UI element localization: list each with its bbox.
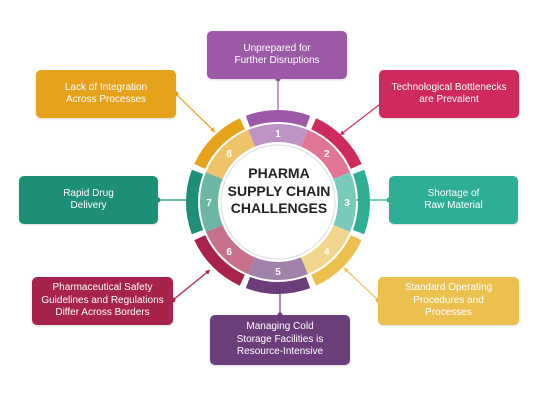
- challenge-box-5: Managing Cold Storage Facilities is Reso…: [210, 315, 350, 365]
- outer-ring: [186, 110, 370, 294]
- challenge-6-line-2: Guidelines and Regulations: [41, 294, 164, 306]
- center-circle: [220, 144, 336, 260]
- challenge-3-line-1: Shortage of: [427, 187, 480, 199]
- challenge-8-line-2: Across Processes: [65, 94, 147, 105]
- center-title-line-2: SUPPLY CHAIN: [227, 182, 331, 199]
- challenge-1-line-1: Unprepared for: [243, 42, 311, 54]
- inner-ring-segment-1: [248, 123, 308, 147]
- inner-ring-segment-3: [333, 172, 356, 232]
- outer-ring-segment-3: [352, 169, 370, 235]
- inner-ring-segment-8: [205, 129, 256, 180]
- challenge-2-line-1: Technological Bottlenecks: [391, 81, 507, 93]
- segment-number-3: 3: [344, 198, 350, 209]
- inner-ring: [199, 123, 356, 280]
- segment-number-7: 7: [206, 198, 212, 209]
- challenge-4-line-1: Standard Operating: [404, 282, 493, 294]
- challenge-box-7: Rapid Drug Delivery: [19, 176, 158, 224]
- challenge-7-line-2: Delivery: [70, 200, 107, 211]
- challenge-box-6: Pharmaceutical Safety Guidelines and Reg…: [32, 277, 173, 325]
- challenge-box-1: Unprepared for Further Disruptions: [207, 31, 347, 79]
- segment-number-2: 2: [324, 149, 330, 160]
- segment-numbers: 1 2 3 4 5 6 7 8: [206, 129, 350, 278]
- connector-line-8: [175, 93, 216, 133]
- inner-ring-segment-6: [205, 224, 256, 275]
- challenge-2-line-2: are Prevalent: [419, 94, 479, 105]
- outer-ring-segment-6: [194, 235, 245, 286]
- segment-number-8: 8: [226, 149, 232, 160]
- center-title-line-3: CHALLENGES: [230, 200, 328, 216]
- outer-ring-segment-7: [186, 169, 204, 235]
- challenge-8-line-1: Lack of Integration: [64, 81, 148, 93]
- connector-arrow-6: [205, 270, 210, 275]
- challenge-6-line-1: Pharmaceutical Safety: [52, 282, 153, 294]
- connector-line-4: [343, 267, 379, 301]
- outer-ring-segment-8: [194, 118, 245, 169]
- challenge-5-line-3: Resource-Intensive: [236, 346, 324, 358]
- challenge-5-line-2: Storage Facilities is: [236, 333, 324, 345]
- segment-number-4: 4: [324, 247, 330, 258]
- challenge-5-line-1: Managing Cold: [246, 321, 314, 333]
- outer-ring-segment-4: [311, 235, 362, 286]
- outer-ring-segment-2: [311, 118, 362, 169]
- challenge-4-line-2: Procedures and: [413, 294, 484, 306]
- connector-arrow-2: [340, 130, 345, 135]
- challenge-3-line-2: Raw Material: [424, 200, 483, 211]
- challenge-box-3: Shortage of Raw Material: [389, 176, 518, 224]
- segment-number-1: 1: [275, 129, 281, 140]
- challenge-7-line-1: Rapid Drug: [63, 187, 114, 199]
- inner-ring-segment-7: [199, 172, 223, 232]
- connector-line-6: [172, 269, 211, 301]
- challenge-box-8: Lack of Integration Across Processes: [36, 70, 176, 118]
- challenge-box-2: Technological Bottlenecks are Prevalent: [379, 70, 519, 118]
- segment-number-6: 6: [226, 247, 232, 258]
- segment-number-5: 5: [275, 267, 281, 278]
- outer-ring-segment-1: [245, 110, 311, 128]
- center-title: PHARMA SUPPLY CHAIN CHALLENGES: [223, 165, 335, 218]
- challenge-box-4: Standard Operating Procedures and Proces…: [378, 277, 519, 325]
- challenge-6-line-3: Differ Across Borders: [55, 307, 150, 319]
- inner-ring-segment-2: [300, 129, 351, 180]
- inner-ring-segment-4: [300, 224, 351, 275]
- connector-arrow-4: [344, 268, 349, 273]
- inner-ring-segment-5: [248, 257, 308, 280]
- outer-ring-segment-5: [245, 276, 311, 294]
- center-title-line-1: PHARMA: [248, 165, 310, 181]
- challenge-1-line-2: Further Disruptions: [234, 55, 320, 66]
- challenge-4-line-3: Processes: [425, 307, 472, 319]
- connector-arrow-8: [210, 127, 215, 132]
